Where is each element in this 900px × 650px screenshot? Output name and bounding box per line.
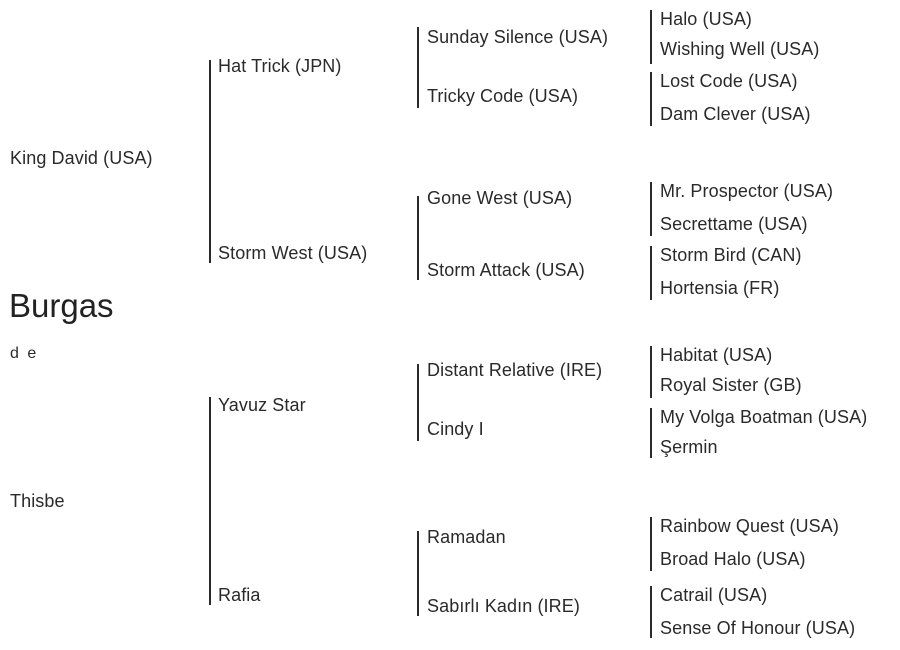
gen4-secrettame: Secrettame (USA) — [660, 214, 808, 234]
gen4-mr-prospector: Mr. Prospector (USA) — [660, 181, 834, 201]
gen4-halo: Halo (USA) — [660, 9, 753, 29]
gen3-sabirli-kadin: Sabırlı Kadın (IRE) — [427, 596, 580, 616]
gen3-ramadan: Ramadan — [427, 527, 506, 547]
gen4-sense-of-honour: Sense Of Honour (USA) — [660, 618, 856, 638]
bracket-yavuz-star-line — [417, 364, 419, 441]
gen2-sire-dam: Storm West (USA) — [218, 243, 368, 263]
gen4-wishing-well: Wishing Well (USA) — [660, 39, 820, 59]
gen4-dam-clever: Dam Clever (USA) — [660, 104, 811, 124]
gen4-lost-code: Lost Code (USA) — [660, 71, 798, 91]
gen3-sunday-silence: Sunday Silence (USA) — [427, 27, 609, 47]
bracket-sire-line — [209, 60, 211, 263]
sire-name: King David (USA) — [10, 148, 153, 168]
subject-connector: d e — [10, 345, 39, 362]
bracket-hat-trick-line — [417, 27, 419, 108]
gen4-broad-halo: Broad Halo (USA) — [660, 549, 806, 569]
gen4-habitat: Habitat (USA) — [660, 345, 773, 365]
gen4-my-volga-boatman: My Volga Boatman (USA) — [660, 407, 868, 427]
bracket-gone-west-line — [650, 182, 652, 236]
dam-name: Thisbe — [10, 491, 65, 511]
gen4-hortensia: Hortensia (FR) — [660, 278, 780, 298]
gen3-tricky-code: Tricky Code (USA) — [427, 86, 579, 106]
bracket-storm-attack-line — [650, 246, 652, 300]
bracket-sabirli-kadin-line — [650, 586, 652, 638]
gen4-royal-sister: Royal Sister (GB) — [660, 375, 802, 395]
gen3-distant-relative: Distant Relative (IRE) — [427, 360, 603, 380]
bracket-storm-west-line — [417, 196, 419, 280]
gen2-sire-sire: Hat Trick (JPN) — [218, 56, 342, 76]
gen3-cindy-i: Cindy I — [427, 419, 484, 439]
bracket-tricky-code-line — [650, 72, 652, 126]
bracket-rafia-line — [417, 531, 419, 616]
gen4-storm-bird: Storm Bird (CAN) — [660, 245, 802, 265]
gen4-sermin: Şermin — [660, 437, 718, 457]
gen2-dam-dam: Rafia — [218, 585, 261, 605]
gen3-gone-west: Gone West (USA) — [427, 188, 573, 208]
subject-name: Burgas — [9, 287, 114, 324]
gen2-dam-sire: Yavuz Star — [218, 395, 306, 415]
bracket-dam-line — [209, 397, 211, 605]
gen4-rainbow-quest: Rainbow Quest (USA) — [660, 516, 839, 536]
bracket-distant-relative-line — [650, 346, 652, 398]
bracket-cindy-i-line — [650, 408, 652, 458]
gen3-storm-attack: Storm Attack (USA) — [427, 260, 585, 280]
bracket-sunday-silence-line — [650, 10, 652, 64]
gen4-catrail: Catrail (USA) — [660, 585, 768, 605]
bracket-ramadan-line — [650, 517, 652, 571]
